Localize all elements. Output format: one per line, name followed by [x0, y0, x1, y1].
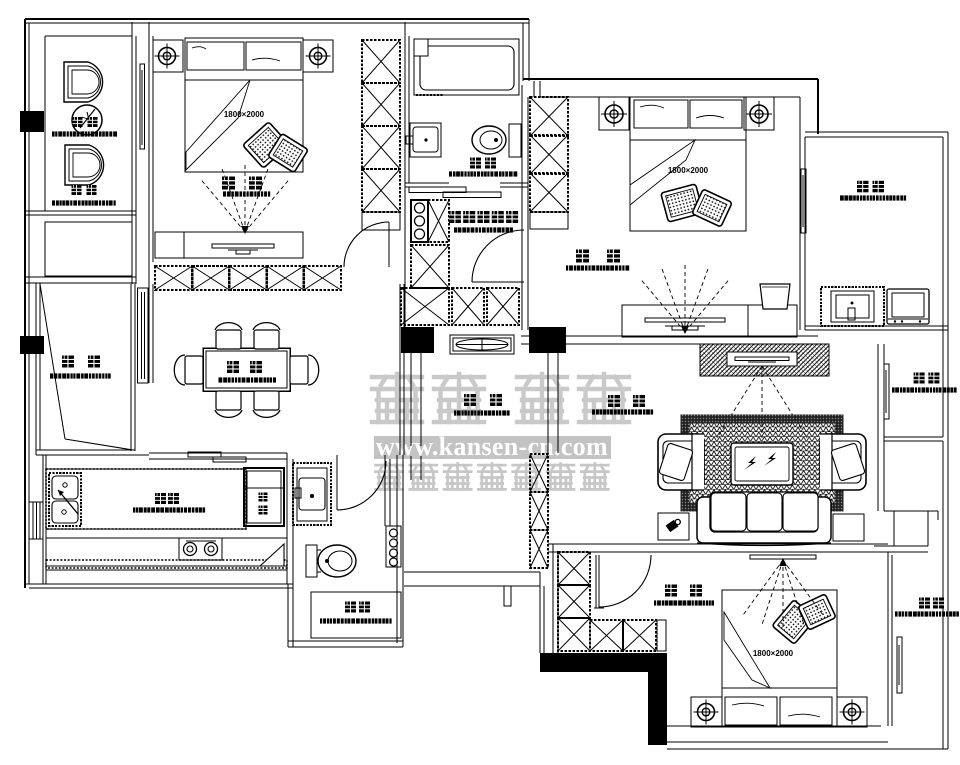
- svg-text:www.kansen-cn.com: www.kansen-cn.com: [376, 432, 608, 461]
- svg-text:1800×2000: 1800×2000: [668, 166, 709, 175]
- svg-text:1800×2000: 1800×2000: [224, 110, 265, 119]
- svg-text:1800×2000: 1800×2000: [753, 649, 794, 658]
